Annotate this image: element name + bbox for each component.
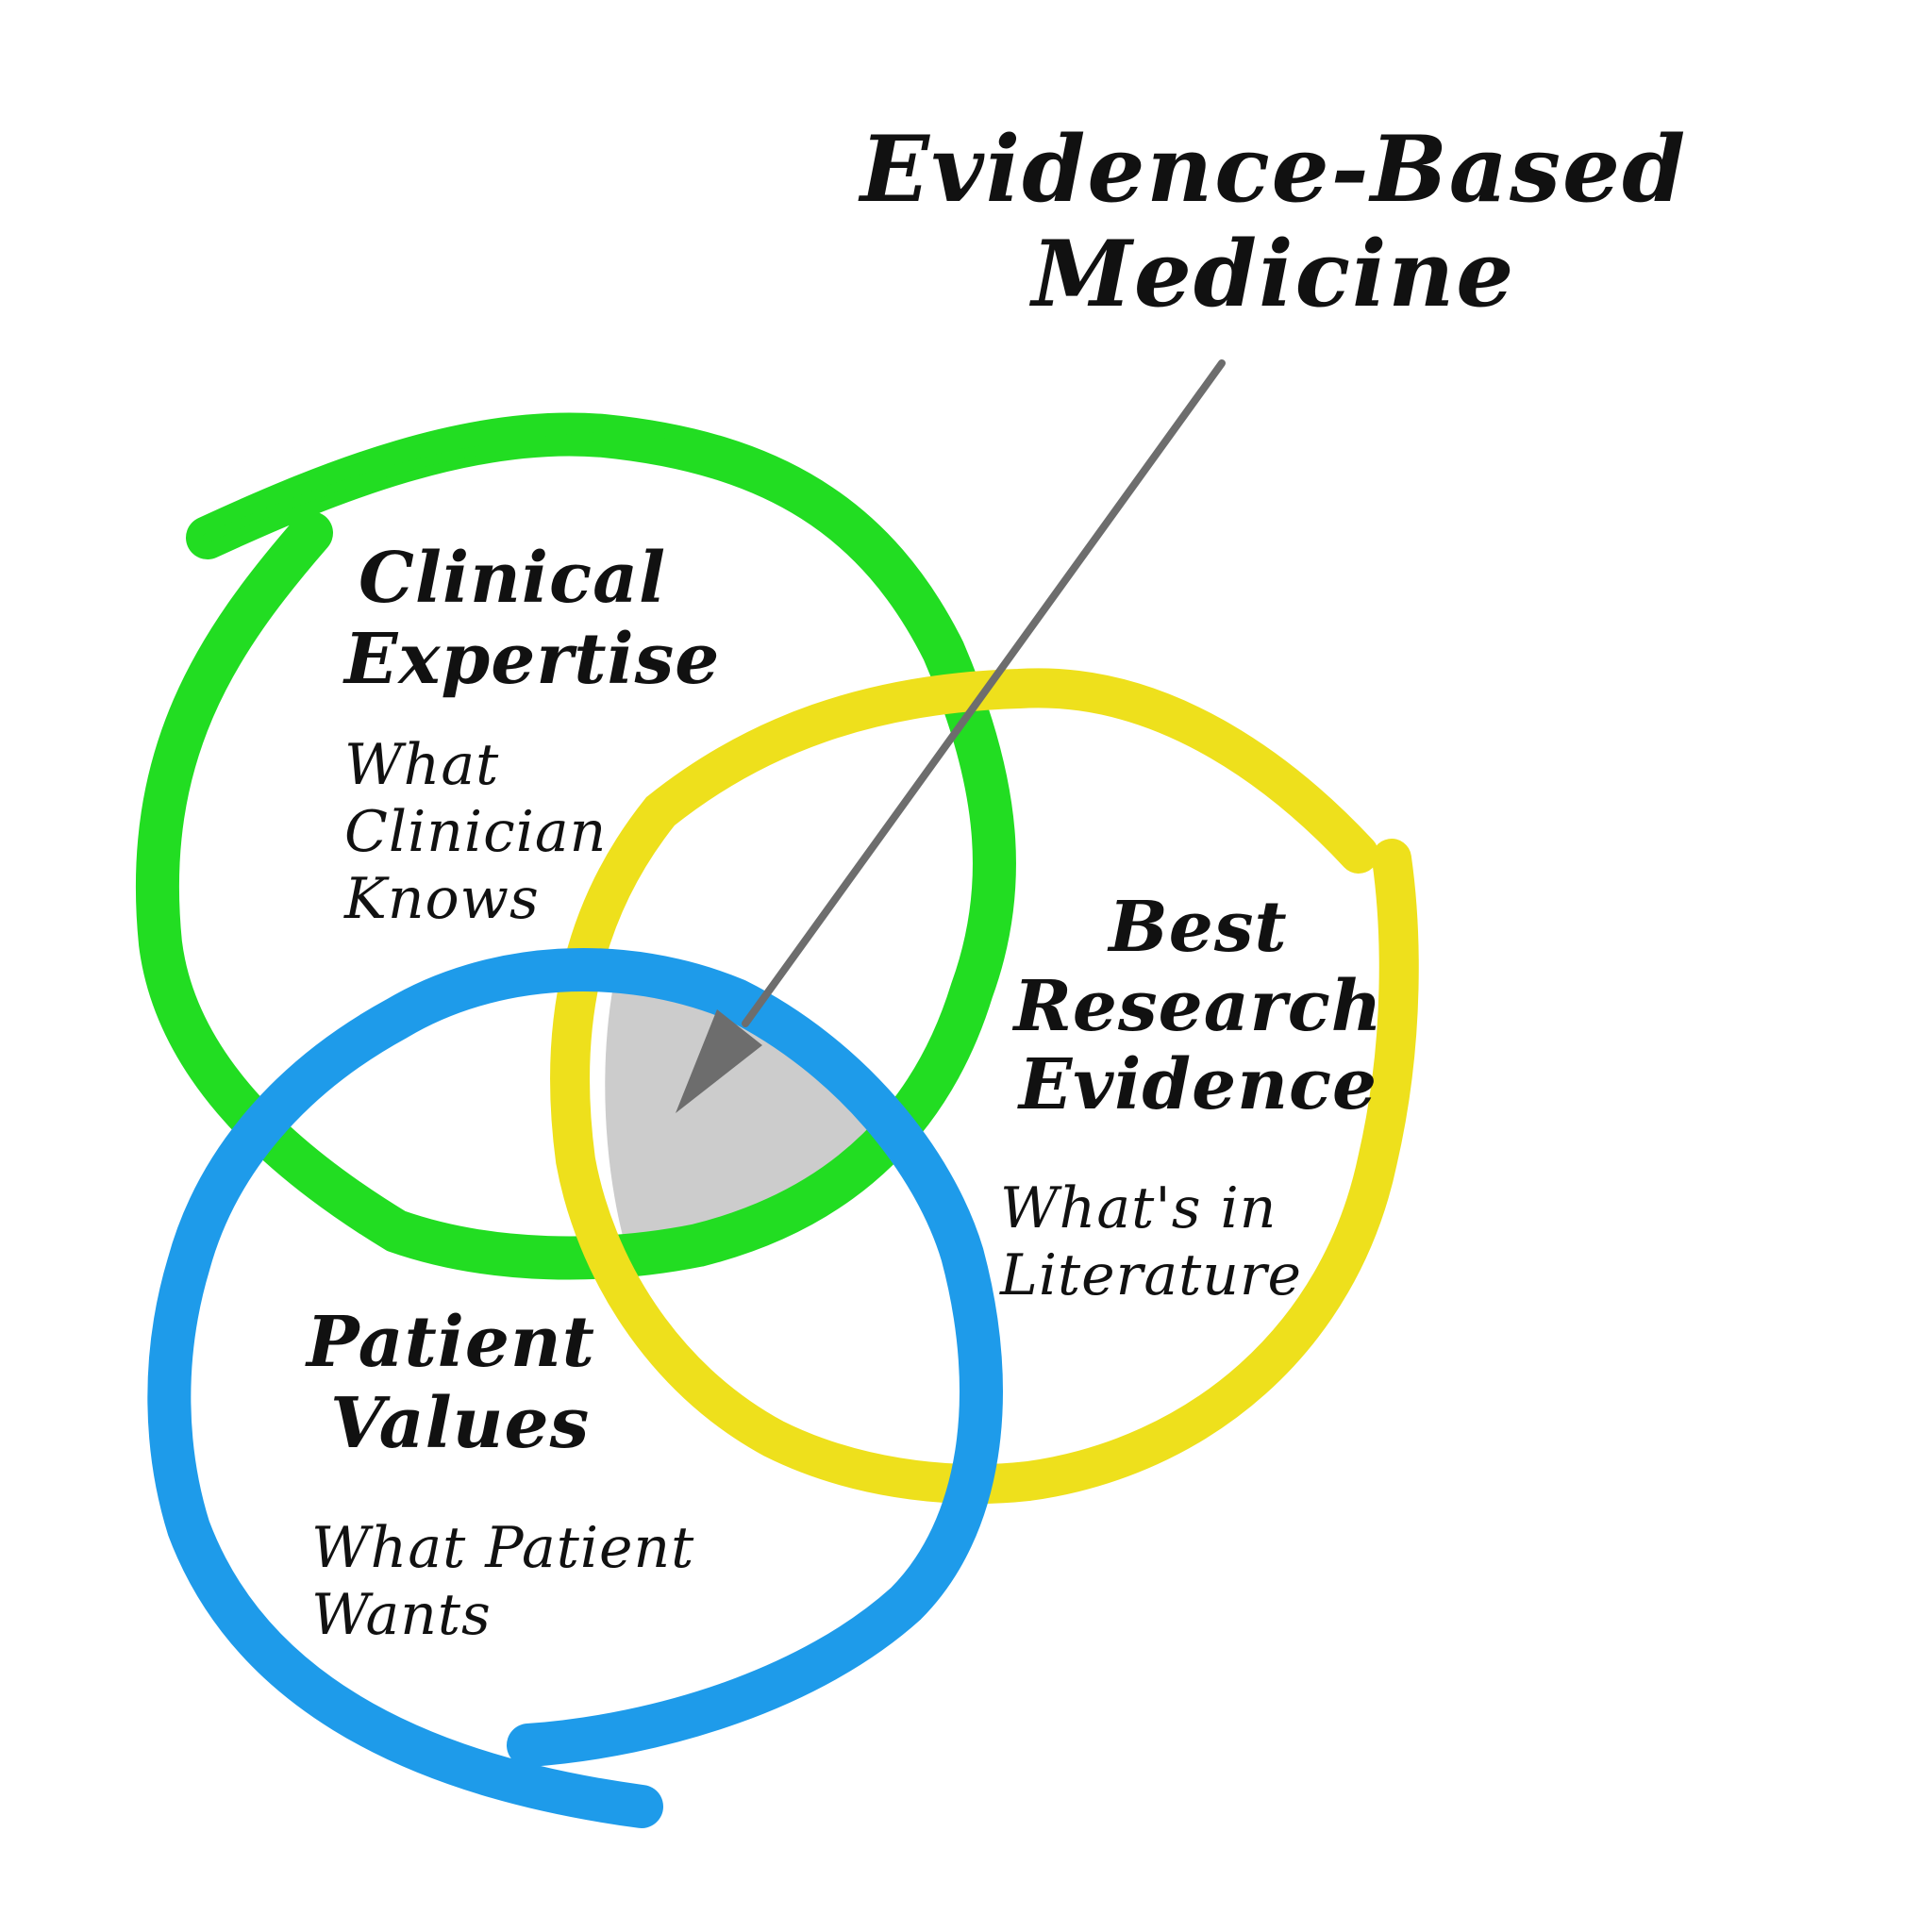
title-line-1: Evidence-Based bbox=[860, 116, 1688, 223]
clinical-heading-line-2: Expertise bbox=[344, 618, 721, 700]
clinical-expertise-heading: Clinical Expertise bbox=[344, 538, 721, 700]
patient-values-subtext: What Patient Wants bbox=[311, 1519, 694, 1645]
research-sub-line-1: What's in bbox=[1000, 1175, 1277, 1241]
research-sub-line-2: Literature bbox=[1000, 1242, 1303, 1308]
patient-heading-line-2: Values bbox=[330, 1382, 591, 1464]
clinical-expertise-subtext: What Clinician Knows bbox=[344, 736, 607, 929]
clinical-sub-line-3: Knows bbox=[344, 866, 540, 932]
clinical-heading-line-1: Clinical bbox=[359, 538, 667, 619]
best-research-evidence-circle bbox=[550, 668, 1419, 1504]
patient-sub-line-2: Wants bbox=[311, 1582, 492, 1648]
patient-sub-line-1: What Patient bbox=[311, 1515, 695, 1581]
research-heading-line-2: Research bbox=[1013, 965, 1383, 1047]
pointer-arrow bbox=[676, 359, 1226, 1113]
clinical-sub-line-1: What bbox=[344, 732, 500, 798]
best-research-evidence-heading: Best Research Evidence bbox=[1000, 891, 1396, 1123]
clinical-sub-line-2: Clinician bbox=[344, 799, 608, 865]
research-heading-line-3: Evidence bbox=[1018, 1044, 1378, 1126]
title-line-2: Medicine bbox=[1031, 220, 1516, 327]
research-heading-line-1: Best bbox=[1109, 887, 1288, 968]
patient-values-heading: Patient Values bbox=[307, 1302, 595, 1464]
diagram-title: Evidence-Based Medicine bbox=[755, 116, 1793, 327]
best-research-evidence-subtext: What's in Literature bbox=[1000, 1179, 1302, 1306]
patient-heading-line-1: Patient bbox=[307, 1302, 595, 1383]
patient-values-circle bbox=[147, 948, 1003, 1828]
